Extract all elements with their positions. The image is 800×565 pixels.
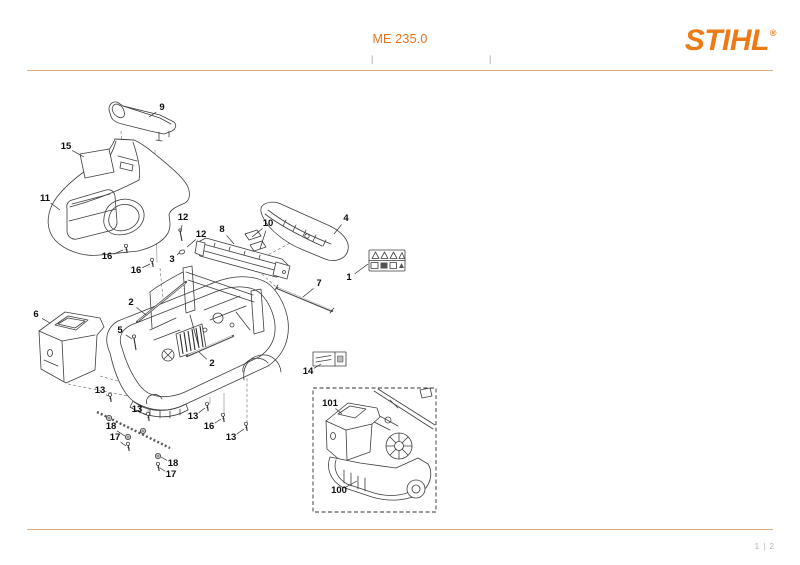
stihl-logo: STIHL® xyxy=(684,18,777,57)
part-callout-13[interactable]: 13 xyxy=(187,410,199,422)
footer-rule xyxy=(27,529,773,530)
part-callout-16[interactable]: 16 xyxy=(101,250,113,262)
part-15-label xyxy=(80,149,114,178)
part-callout-101[interactable]: 101 xyxy=(322,397,338,409)
crop-mark-right: | xyxy=(489,54,492,64)
part-callout-6[interactable]: 6 xyxy=(33,308,39,320)
part-9-cover xyxy=(109,102,176,141)
page-title: ME 235.0 xyxy=(372,32,428,46)
part-callout-18[interactable]: 18 xyxy=(105,420,117,432)
part-callout-14[interactable]: 14 xyxy=(302,365,314,377)
part-3-clip xyxy=(179,249,186,254)
part-callout-100[interactable]: 100 xyxy=(331,484,347,496)
part-callout-13[interactable]: 13 xyxy=(131,403,143,415)
part-11-hood xyxy=(48,139,189,255)
part-callout-11[interactable]: 11 xyxy=(39,192,51,204)
part-callout-12[interactable]: 12 xyxy=(177,211,189,223)
page-indicator: 1 | 2 xyxy=(754,542,775,551)
part-8-rail xyxy=(195,238,290,279)
part-callout-10[interactable]: 10 xyxy=(262,217,274,229)
part-callout-3[interactable]: 3 xyxy=(169,253,175,265)
part-callout-17[interactable]: 17 xyxy=(109,431,121,443)
part-callout-18[interactable]: 18 xyxy=(167,457,179,469)
part-callout-9[interactable]: 9 xyxy=(159,101,165,113)
part-1-warning-label xyxy=(369,250,405,271)
stihl-logo-text: STIHL xyxy=(684,24,770,57)
part-callout-2[interactable]: 2 xyxy=(128,296,134,308)
part-callout-17[interactable]: 17 xyxy=(165,468,177,480)
part-5-pin xyxy=(132,335,136,350)
part-callout-16[interactable]: 16 xyxy=(203,420,215,432)
part-6-box xyxy=(39,312,104,383)
part-callout-7[interactable]: 7 xyxy=(316,277,322,289)
part-callout-1[interactable]: 1 xyxy=(346,271,352,283)
part-callout-2[interactable]: 2 xyxy=(209,357,215,369)
crop-mark-left: | xyxy=(371,54,374,64)
part-7-rod xyxy=(275,285,334,313)
part-2-rods xyxy=(137,282,233,356)
inset-detail-box xyxy=(313,388,436,512)
deck-assembly xyxy=(107,266,289,418)
header-rule xyxy=(27,70,773,71)
part-callout-5[interactable]: 5 xyxy=(117,324,123,336)
part-14-label xyxy=(313,352,346,366)
part-callout-15[interactable]: 15 xyxy=(60,140,72,152)
leader-lines xyxy=(42,112,368,488)
part-101-box xyxy=(326,403,380,462)
part-callout-13[interactable]: 13 xyxy=(94,384,106,396)
part-100-housing xyxy=(329,457,431,500)
part-callout-4[interactable]: 4 xyxy=(343,212,349,224)
part-4-deflector xyxy=(261,202,348,260)
part-callout-12[interactable]: 12 xyxy=(195,228,207,240)
hidden-bar xyxy=(97,412,170,448)
part-callout-16[interactable]: 16 xyxy=(130,264,142,276)
part-callout-8[interactable]: 8 xyxy=(219,223,225,235)
registered-mark: ® xyxy=(769,28,777,38)
part-callout-13[interactable]: 13 xyxy=(225,431,237,443)
